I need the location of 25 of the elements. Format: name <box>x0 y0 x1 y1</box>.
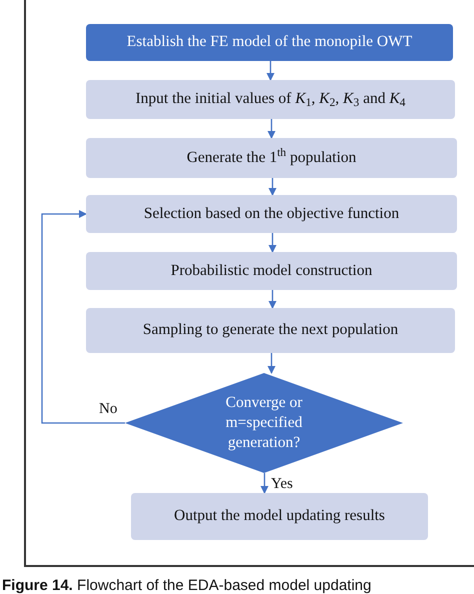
step-text: Probabilistic model construction <box>170 260 372 281</box>
arrow <box>268 290 276 309</box>
decision-diamond <box>125 373 403 473</box>
arrow <box>260 473 268 494</box>
arrow <box>268 178 276 196</box>
process-box <box>86 138 457 178</box>
figure-caption: Figure 14. Flowchart of the EDA-based model updating <box>2 578 372 593</box>
step-text: Selection based on the objective function <box>144 204 400 224</box>
step-text: Input the initial values of K$_{1}$, K$_{2}$, K$_{3}$ and K$_{4}$ <box>136 89 406 110</box>
step-text: Output the model updating results <box>174 506 385 526</box>
process-box <box>86 80 455 119</box>
process-box <box>86 252 457 290</box>
arrow <box>41 210 125 424</box>
process-box <box>86 195 457 233</box>
step-text: Generate the 1$^{th}$ population <box>186 148 356 168</box>
step-text: Establish the FE model of the monopile OWT <box>126 32 412 52</box>
decision-text: Converge or m=specified generation? <box>224 392 304 454</box>
arrow <box>268 119 276 139</box>
process-box <box>86 308 455 353</box>
process-box <box>131 493 428 540</box>
process-box <box>86 24 453 61</box>
arrow <box>266 61 274 81</box>
step-text: Sampling to generate the next population <box>142 320 398 340</box>
arrow <box>268 233 276 253</box>
arrow <box>268 353 276 374</box>
